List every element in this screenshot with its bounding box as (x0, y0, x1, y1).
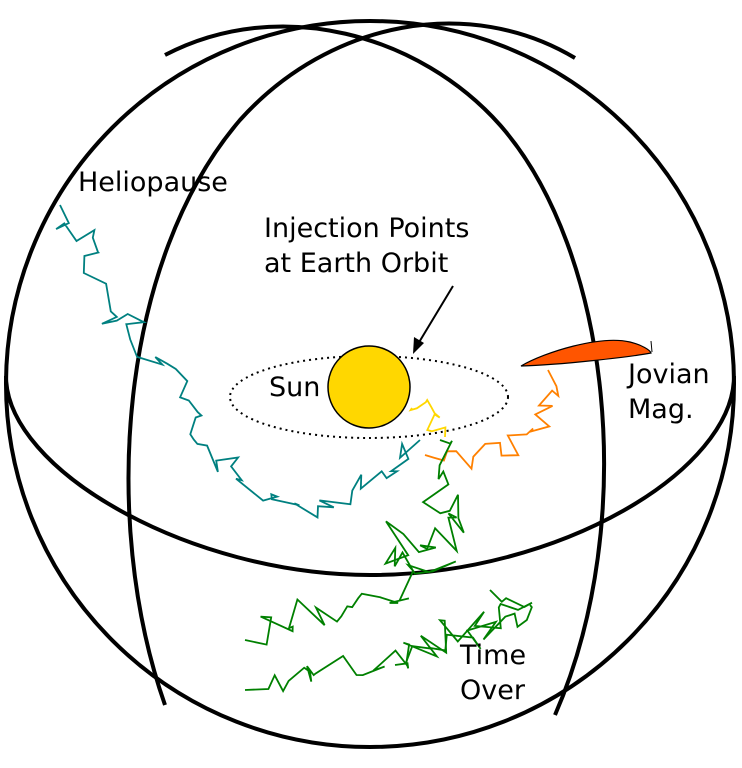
heliopause-trajectory (55, 204, 421, 519)
sun-disc (327, 345, 411, 429)
injection-points-label: Injection Points at Earth Orbit (264, 211, 469, 281)
sphere-meridian-right (164, 24, 607, 716)
heliosphere-sphere (4, 19, 736, 749)
sun-label: Sun (269, 372, 321, 403)
time-over-trajectory-3 (394, 604, 533, 669)
injection-arrow (413, 285, 454, 354)
injection-label-line2: at Earth Orbit (264, 248, 449, 279)
jovian-label-line2: Mag. (628, 394, 694, 425)
sphere-equator (4, 375, 736, 578)
jovian-mag-label: Jovian Mag. (628, 357, 710, 427)
earth-orbit (229, 355, 509, 439)
jovian-magnetosphere-tip (650, 340, 653, 353)
time-over-label-line1: Time (460, 640, 527, 671)
sphere-meridian-left (126, 21, 577, 706)
injection-arrow-head (413, 337, 424, 354)
heliopause-label: Heliopause (78, 167, 228, 198)
jovian-trajectory (424, 369, 560, 471)
time-over-trajectory-1 (244, 439, 465, 646)
jovian-magnetosphere (520, 339, 652, 367)
time-over-trajectory-2 (244, 589, 533, 693)
time-over-label-line2: Over (460, 675, 525, 706)
injection-arrow-shaft (417, 285, 454, 345)
particle-trajectories (55, 204, 560, 693)
injection-label-line1: Injection Points (264, 213, 470, 244)
earth-injection-trajectory (408, 398, 447, 438)
time-over-label: Time Over (460, 638, 526, 708)
jovian-label-line1: Jovian (628, 359, 710, 390)
